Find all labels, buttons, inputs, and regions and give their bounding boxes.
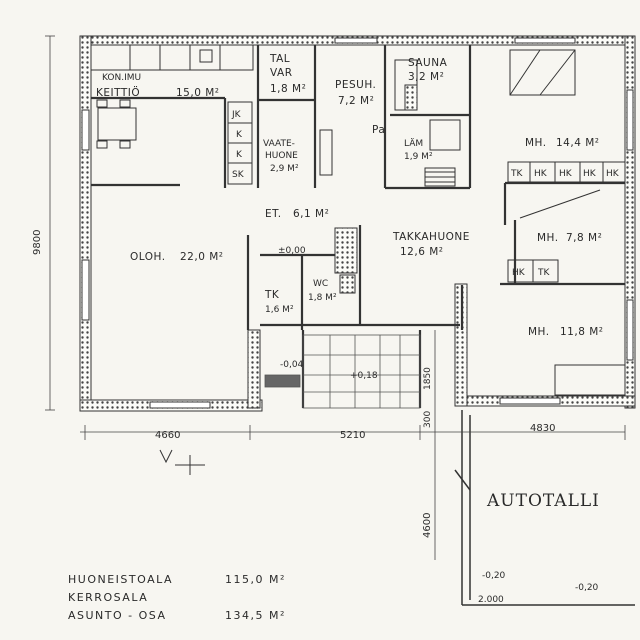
wardrobe-room-area: 2,9 M² bbox=[270, 164, 299, 174]
garage-level-b: -0,20 bbox=[575, 583, 599, 593]
living-room-label: OLOH. bbox=[130, 251, 166, 263]
wardrobe-hk3-label: HK bbox=[583, 169, 597, 179]
cabinet-sk-label: SK bbox=[232, 170, 245, 180]
utility-label-line1: TAL bbox=[269, 53, 290, 65]
summary-label-3: ASUNTO - OSA bbox=[68, 609, 167, 622]
hallway-label: ET. bbox=[265, 208, 282, 220]
wardrobe-rows bbox=[507, 161, 626, 283]
cabinet-jk-label: JK bbox=[231, 110, 242, 120]
fireplace-room-area: 12,6 M² bbox=[400, 246, 444, 258]
beds bbox=[509, 49, 626, 396]
bedroom1-label: MH. bbox=[525, 137, 547, 149]
dimension-vertical-2: 300 bbox=[423, 411, 433, 428]
dimension-vertical-3: 4600 bbox=[422, 513, 433, 538]
garage-label: AUTOTALLI bbox=[486, 491, 600, 511]
terrace-level-a: -0,04 bbox=[280, 360, 304, 370]
interior-walls bbox=[91, 45, 625, 408]
washroom-label: PESUH. bbox=[335, 79, 376, 91]
sauna-area: 3,2 M² bbox=[408, 71, 444, 83]
wardrobe-room-label-line1: VAATE- bbox=[263, 139, 295, 149]
bedroom2-label: MH. bbox=[537, 232, 559, 244]
sauna-label: SAUNA bbox=[408, 57, 448, 69]
garage-outline bbox=[454, 410, 635, 606]
wardrobe2-tk-label: TK bbox=[537, 268, 550, 278]
dimension-vertical-1: 1850 bbox=[423, 367, 433, 390]
utility-label-line2: VAR bbox=[270, 67, 293, 79]
dimension-lines bbox=[45, 35, 626, 560]
dimension-width-3: 4830 bbox=[530, 423, 555, 434]
kitchen-label: KEITTIÖ bbox=[96, 86, 140, 99]
dimension-height: 9800 bbox=[32, 230, 43, 255]
living-room-area: 22,0 M² bbox=[180, 251, 224, 263]
closet-area: 1,6 M² bbox=[265, 305, 294, 315]
bedroom3-label: MH. bbox=[528, 326, 550, 338]
toilet-label: WC bbox=[313, 279, 328, 289]
bedroom2-area: 7,8 M² bbox=[566, 232, 602, 244]
wardrobe-hk1-label: HK bbox=[534, 169, 548, 179]
windows bbox=[81, 37, 634, 409]
drying-label: Pa bbox=[372, 124, 385, 136]
summary-value-3: 134,5 M² bbox=[225, 609, 286, 622]
bedroom1-area: 14,4 M² bbox=[556, 137, 600, 149]
north-arrow bbox=[159, 449, 205, 475]
wardrobe-hk4-label: HK bbox=[606, 169, 620, 179]
cabinet-column bbox=[227, 101, 253, 185]
utility-area: 1,8 M² bbox=[270, 83, 306, 95]
summary-label-1: HUONEISTOALA bbox=[68, 573, 173, 586]
terrace-tiles bbox=[264, 334, 421, 409]
fireplace-room-label: TAKKAHUONE bbox=[392, 231, 470, 243]
cabinet-k1-label: K bbox=[236, 130, 243, 140]
entry-level: ±0,00 bbox=[278, 246, 306, 256]
dining-table bbox=[96, 99, 137, 149]
cabinet-k2-label: K bbox=[236, 150, 243, 160]
dimension-width-2: 5210 bbox=[340, 430, 365, 441]
bedroom3-area: 11,8 M² bbox=[560, 326, 604, 338]
kitchen-counters bbox=[90, 44, 254, 71]
sauna-fixtures bbox=[319, 59, 461, 187]
hallway-area: 6,1 M² bbox=[293, 208, 329, 220]
boiler-room-label: LÄM bbox=[404, 138, 423, 149]
cooker-hood-label: KON.IMU bbox=[102, 73, 141, 83]
wardrobe-room-label-line2: HUONE bbox=[265, 151, 298, 161]
closet-label: TK bbox=[264, 289, 280, 301]
wardrobe2-hk-label: HK bbox=[512, 268, 526, 278]
wardrobe-hk2-label: HK bbox=[559, 169, 573, 179]
kitchen-area: 15,0 M² bbox=[176, 87, 220, 99]
fireplace bbox=[334, 227, 358, 294]
summary-value-1: 115,0 M² bbox=[225, 573, 286, 586]
garage-level-a: -0,20 bbox=[482, 571, 506, 581]
dimension-width-1: 4660 bbox=[155, 430, 180, 441]
summary-label-2: KERROSALA bbox=[68, 591, 148, 604]
garage-door-dimension: 2.000 bbox=[478, 595, 504, 605]
boiler-room-area: 1,9 M² bbox=[404, 152, 433, 162]
terrace-level-b: +0,18 bbox=[350, 371, 378, 381]
toilet-area: 1,8 M² bbox=[308, 293, 337, 303]
wardrobe-tk-label: TK bbox=[510, 169, 523, 179]
washroom-area: 7,2 M² bbox=[338, 95, 374, 107]
